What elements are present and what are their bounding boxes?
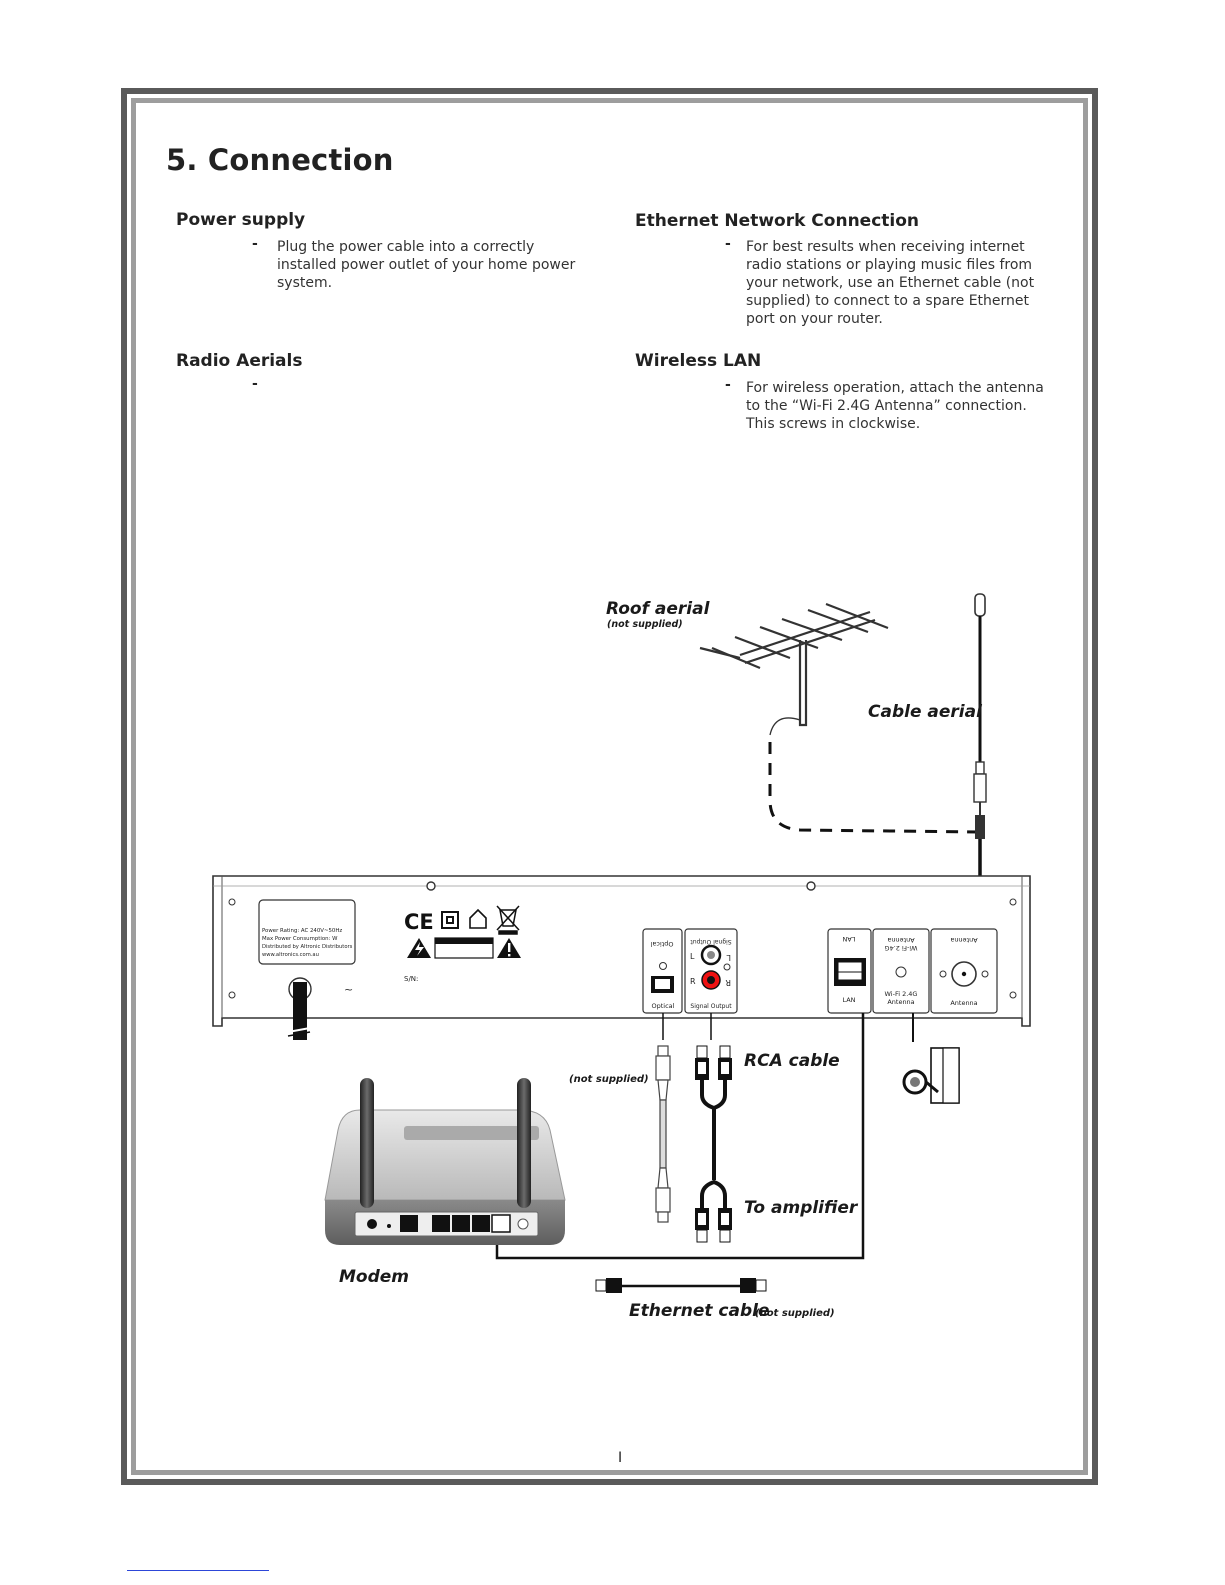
page-frame-inner — [131, 98, 1088, 1475]
wifi-label: Wi-Fi 2.4G — [885, 990, 918, 998]
modem-label: Modem — [339, 1267, 409, 1287]
power-cord — [287, 977, 312, 1040]
wifi-antenna-flipped: Antenna — [887, 936, 914, 944]
channel-l-flipped: L — [726, 953, 731, 962]
rca-cable-label: RCA cable — [744, 1051, 840, 1071]
rating-line-2: Max Power Consumption: W — [262, 936, 338, 942]
signal-output-panel: Signal Output L L R R Signal Output — [684, 928, 738, 1014]
antenna-label-flipped: Antenna — [950, 936, 977, 944]
wifi-flipped: Wi-Fi 2.4G — [885, 944, 918, 952]
radio-aerials-heading: Radio Aerials — [176, 351, 303, 371]
ethernet-dash: - — [725, 236, 731, 252]
serial-number-label: S/N: — [404, 975, 418, 983]
lan-port-panel: LAN LAN — [827, 928, 872, 1014]
page-title: 5. Connection — [166, 143, 394, 177]
certification-icons: CE — [404, 905, 521, 959]
ac-symbol: ~ — [344, 983, 353, 996]
roof-aerial-label: Roof aerial — [606, 599, 711, 619]
power-supply-dash: - — [252, 236, 258, 252]
ethernet-not-supplied: (not supplied) — [755, 1308, 835, 1319]
signal-output-label: Signal Output — [690, 1003, 732, 1010]
wireless-text: For wireless operation, attach the anten… — [746, 380, 1044, 432]
rating-label-box — [258, 899, 356, 965]
rca-cable-icon — [695, 1045, 732, 1243]
wifi-antenna-icon — [902, 1047, 960, 1104]
double-insulation-icon — [441, 911, 459, 929]
indoor-use-icon — [469, 908, 487, 929]
to-amplifier-label: To amplifier — [744, 1198, 859, 1218]
wifi-antenna-panel: Antenna Wi-Fi 2.4G Wi-Fi 2.4G Antenna — [872, 928, 930, 1014]
page-number: I — [618, 1450, 623, 1466]
wifi-antenna-label: Antenna — [887, 998, 914, 1006]
rating-line-3: Distributed by Altronic Distributors — [262, 944, 353, 950]
ce-mark-icon: CE — [404, 910, 434, 934]
ethernet-text: For best results when receiving internet… — [746, 239, 1035, 327]
optical-port-panel: Optical Optical — [642, 928, 683, 1014]
cable-aerial-label: Cable aerial — [868, 702, 983, 722]
ethernet-cable-label: Ethernet cable — [629, 1301, 770, 1321]
ethernet-heading: Ethernet Network Connection — [635, 211, 920, 231]
roof-aerial-not-supplied: (not supplied) — [607, 619, 683, 630]
optical-label-flipped: Optical — [650, 940, 673, 948]
power-supply-text: Plug the power cable into a correctly in… — [277, 239, 576, 291]
page-frame — [121, 88, 1098, 1485]
weee-bin-icon — [496, 905, 520, 935]
roof-aerial-cable — [768, 742, 981, 834]
footer-link-underline[interactable] — [127, 1570, 269, 1571]
channel-l-label: L — [690, 952, 695, 961]
optical-cable-icon — [655, 1045, 671, 1223]
ethernet-cable-icon — [595, 1278, 767, 1293]
lan-label: LAN — [842, 996, 855, 1004]
fm-antenna-panel: Antenna Antenna — [930, 928, 998, 1014]
optical-label: Optical — [652, 1002, 675, 1010]
antenna-label: Antenna — [950, 999, 977, 1007]
wireless-dash: - — [725, 377, 731, 393]
roof-aerial-icon — [699, 602, 889, 736]
device-back-panel — [212, 875, 1031, 1027]
channel-r-flipped: R — [725, 978, 731, 987]
power-supply-heading: Power supply — [176, 210, 306, 230]
radio-aerials-dash: - — [252, 376, 258, 392]
signal-output-label-flipped: Signal Output — [690, 938, 732, 945]
lan-label-flipped: LAN — [842, 935, 855, 943]
optical-not-supplied: (not supplied) — [569, 1074, 649, 1085]
channel-r-label: R — [690, 977, 696, 986]
wireless-heading: Wireless LAN — [635, 351, 762, 371]
rating-line-4: www.altronics.com.au — [262, 952, 319, 958]
modem-icon — [324, 1078, 566, 1245]
rating-line-1: Power Rating: AC 240V~50Hz — [262, 928, 342, 934]
